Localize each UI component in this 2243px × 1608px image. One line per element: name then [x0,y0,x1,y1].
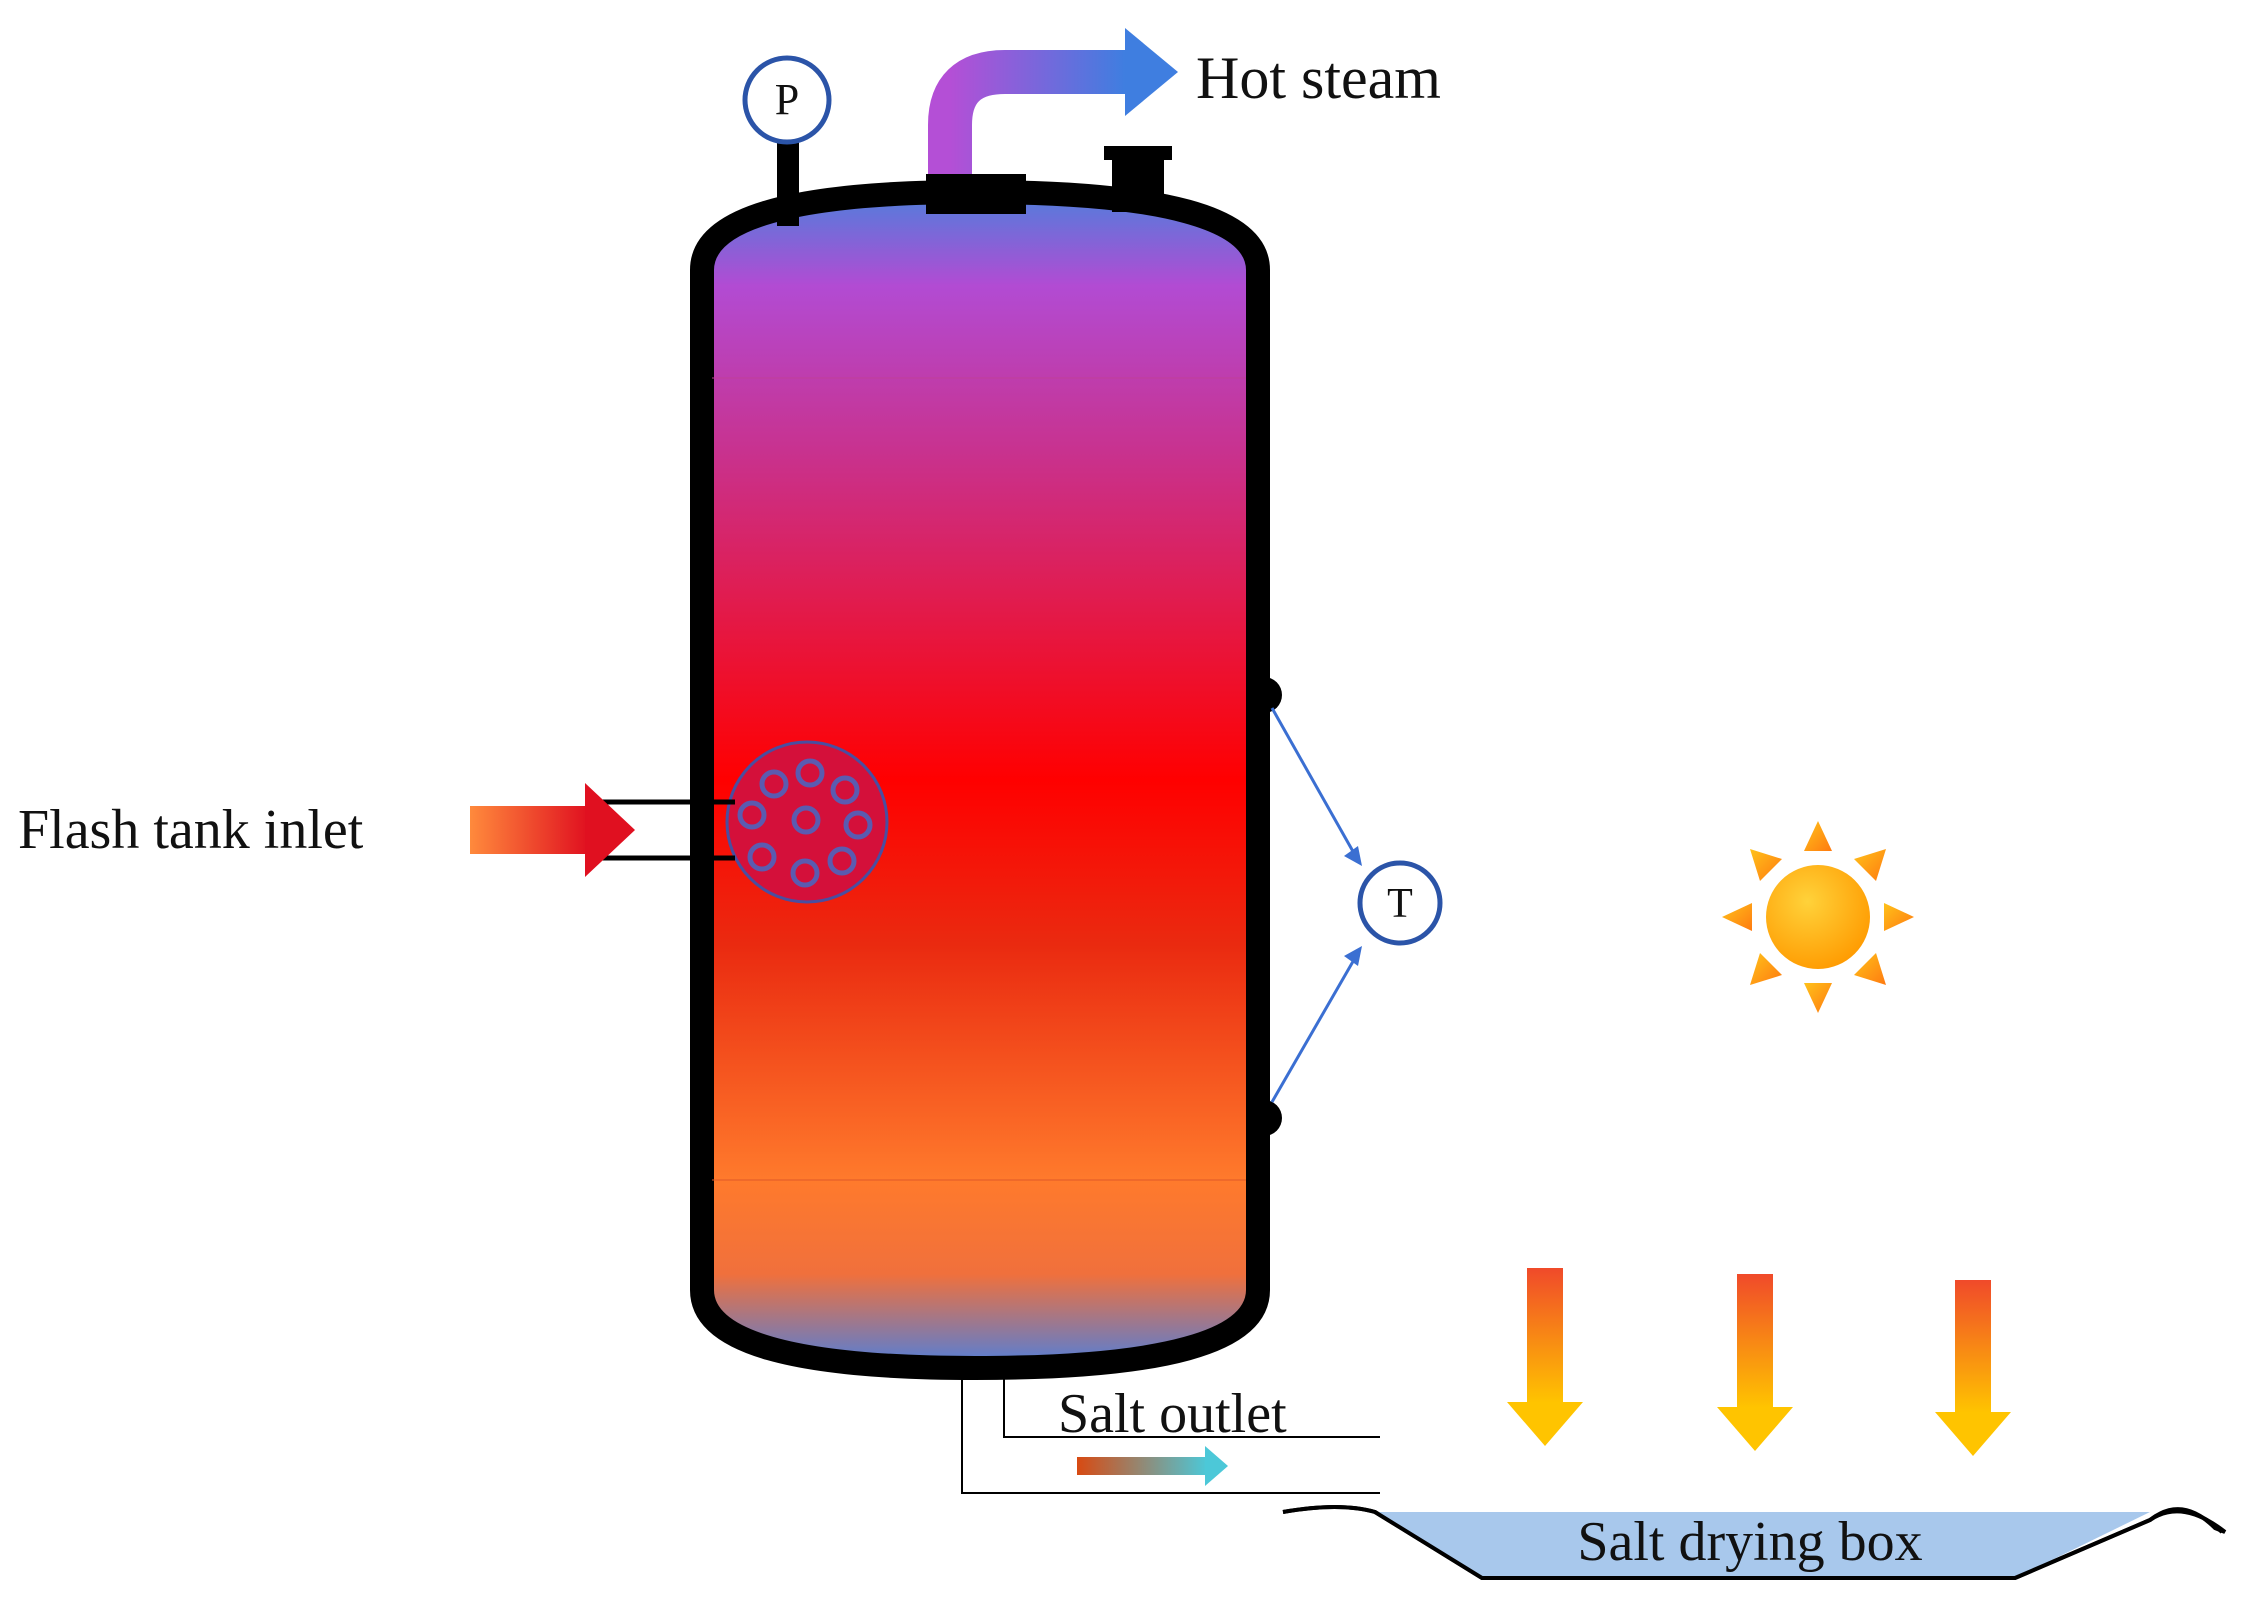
salt-outlet-arrow [1077,1446,1228,1486]
vent-nozzle [1104,146,1172,212]
pressure-gauge-label: P [775,75,799,124]
hot-steam-label: Hot steam [1196,45,1441,111]
pressure-gauge-dial [742,55,832,145]
sun-icon [1722,821,1914,1013]
heat-arrow [1935,1280,2011,1456]
salt-outlet-label: Salt outlet [1058,1383,1287,1445]
salt-drying-box-label: Salt drying box [1577,1511,1922,1573]
steam-nozzle [926,174,1026,214]
pressure-gauge-stem [777,138,799,226]
upper-sensor-line [1270,707,1357,856]
pressure-gauge: P [742,55,832,226]
salt-outlet-pipe [961,1369,1380,1494]
temperature-gauge-dial [1357,860,1443,946]
heat-arrow [1717,1274,1793,1451]
lower-sensor-line [1270,957,1357,1103]
tank-shell [690,179,1270,1381]
inlet-distributor [725,740,889,904]
temperature-gauge-label: T [1387,881,1413,927]
steam-pipe [928,28,1178,210]
lower-sensor-port [1246,1100,1282,1136]
steam-arrowhead [1125,28,1178,116]
flash-tank-inlet-label: Flash tank inlet [18,799,364,861]
inlet-pipe [600,799,735,861]
temperature-sensors: T [1246,677,1443,1136]
salt-drying-box: Salt drying box [1282,1505,2227,1580]
flash-tank [690,179,1270,1381]
heat-arrow [1507,1268,1583,1446]
upper-sensor-port [1246,677,1282,713]
inlet-arrow [470,783,635,877]
